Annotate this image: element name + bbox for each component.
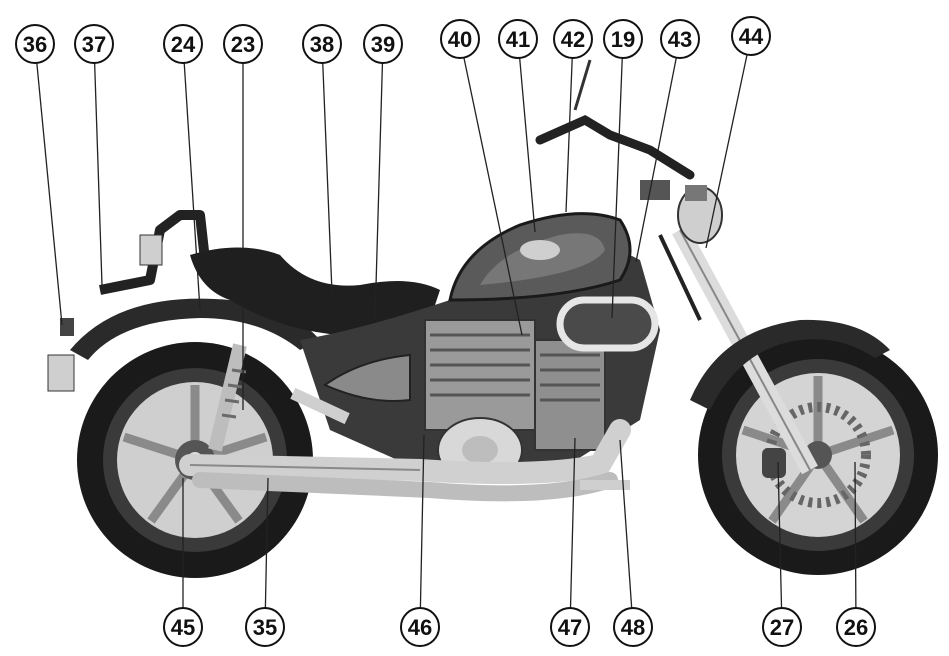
leader-line-39 — [374, 62, 384, 321]
leader-line-35 — [264, 477, 269, 609]
callout-ring-48 — [613, 607, 653, 647]
callout-ring-23 — [223, 24, 263, 64]
leader-line-41 — [519, 57, 536, 233]
callout-number-45: 45 — [171, 615, 195, 640]
callout-24: 24 — [163, 24, 203, 64]
callout-number-36: 36 — [23, 32, 47, 57]
callout-number-48: 48 — [621, 615, 645, 640]
callout-number-42: 42 — [561, 27, 585, 52]
leader-line-47 — [569, 437, 576, 609]
callout-number-38: 38 — [310, 32, 334, 57]
leader-line-44 — [705, 54, 748, 249]
front-fender — [690, 319, 890, 410]
callout-45: 45 — [163, 607, 203, 647]
callout-48: 48 — [613, 607, 653, 647]
callout-ring-24 — [163, 24, 203, 64]
leader-line-38 — [322, 62, 333, 294]
callout-number-39: 39 — [371, 32, 395, 57]
callout-47: 47 — [550, 607, 590, 647]
leader-line-19 — [611, 57, 623, 319]
callout-number-41: 41 — [506, 27, 530, 52]
leader-line-26 — [854, 461, 857, 609]
license-plate — [47, 354, 75, 392]
callout-36: 36 — [15, 24, 55, 64]
callout-ring-19 — [603, 19, 643, 59]
callout-ring-36 — [15, 24, 55, 64]
callout-ring-42 — [553, 19, 593, 59]
callout-ring-47 — [550, 607, 590, 647]
air-cleaner — [556, 296, 659, 352]
callout-ring-38 — [302, 24, 342, 64]
leader-line-48 — [619, 439, 633, 609]
leader-line-24 — [183, 62, 201, 311]
callout-38: 38 — [302, 24, 342, 64]
leader-lines — [36, 54, 857, 609]
callout-number-43: 43 — [668, 27, 692, 52]
callout-ring-40 — [440, 19, 480, 59]
callout-number-19: 19 — [611, 27, 635, 52]
leader-line-43 — [635, 57, 677, 263]
callout-ring-43 — [660, 19, 700, 59]
callout-number-47: 47 — [558, 615, 582, 640]
callout-ring-39 — [363, 24, 403, 64]
callout-ring-27 — [762, 607, 802, 647]
callout-37: 37 — [74, 24, 114, 64]
callout-ring-45 — [163, 607, 203, 647]
callout-40: 40 — [440, 19, 480, 59]
callout-19: 19 — [603, 19, 643, 59]
callout-ring-44 — [731, 16, 771, 56]
leader-line-36 — [36, 62, 63, 326]
callout-number-26: 26 — [844, 615, 868, 640]
callout-44: 44 — [731, 16, 771, 56]
leader-line-27 — [777, 461, 783, 609]
leader-line-46 — [419, 434, 425, 609]
callout-42: 42 — [553, 19, 593, 59]
callout-number-44: 44 — [739, 24, 764, 49]
callout-35: 35 — [245, 607, 285, 647]
callout-ring-46 — [400, 607, 440, 647]
callout-41: 41 — [498, 19, 538, 59]
callout-number-40: 40 — [448, 27, 472, 52]
rear-shock — [208, 343, 247, 452]
callout-ring-37 — [74, 24, 114, 64]
callout-number-23: 23 — [231, 32, 255, 57]
leader-line-40 — [463, 57, 523, 336]
callout-number-35: 35 — [253, 615, 277, 640]
seat — [190, 247, 440, 335]
side-cover — [322, 353, 411, 402]
motorcycle-illustration — [47, 59, 938, 578]
callout-number-27: 27 — [770, 615, 794, 640]
callout-27: 27 — [762, 607, 802, 647]
callout-46: 46 — [400, 607, 440, 647]
leader-line-42 — [565, 57, 573, 213]
callout-39: 39 — [363, 24, 403, 64]
callout-ring-41 — [498, 19, 538, 59]
callout-ring-26 — [836, 607, 876, 647]
leader-line-37 — [93, 62, 103, 286]
callout-number-37: 37 — [82, 32, 106, 57]
callout-26: 26 — [836, 607, 876, 647]
callout-number-24: 24 — [171, 32, 196, 57]
handlebar — [535, 114, 695, 180]
callout-number-46: 46 — [408, 615, 432, 640]
callout-ring-35 — [245, 607, 285, 647]
front-wheel — [698, 335, 938, 575]
callout-group: 36 37 24 23 38 39 40 41 42 19 43 44 45 35 46 47 48 27 26 — [15, 16, 876, 647]
callout-23: 23 — [223, 24, 263, 64]
callout-43: 43 — [660, 19, 700, 59]
